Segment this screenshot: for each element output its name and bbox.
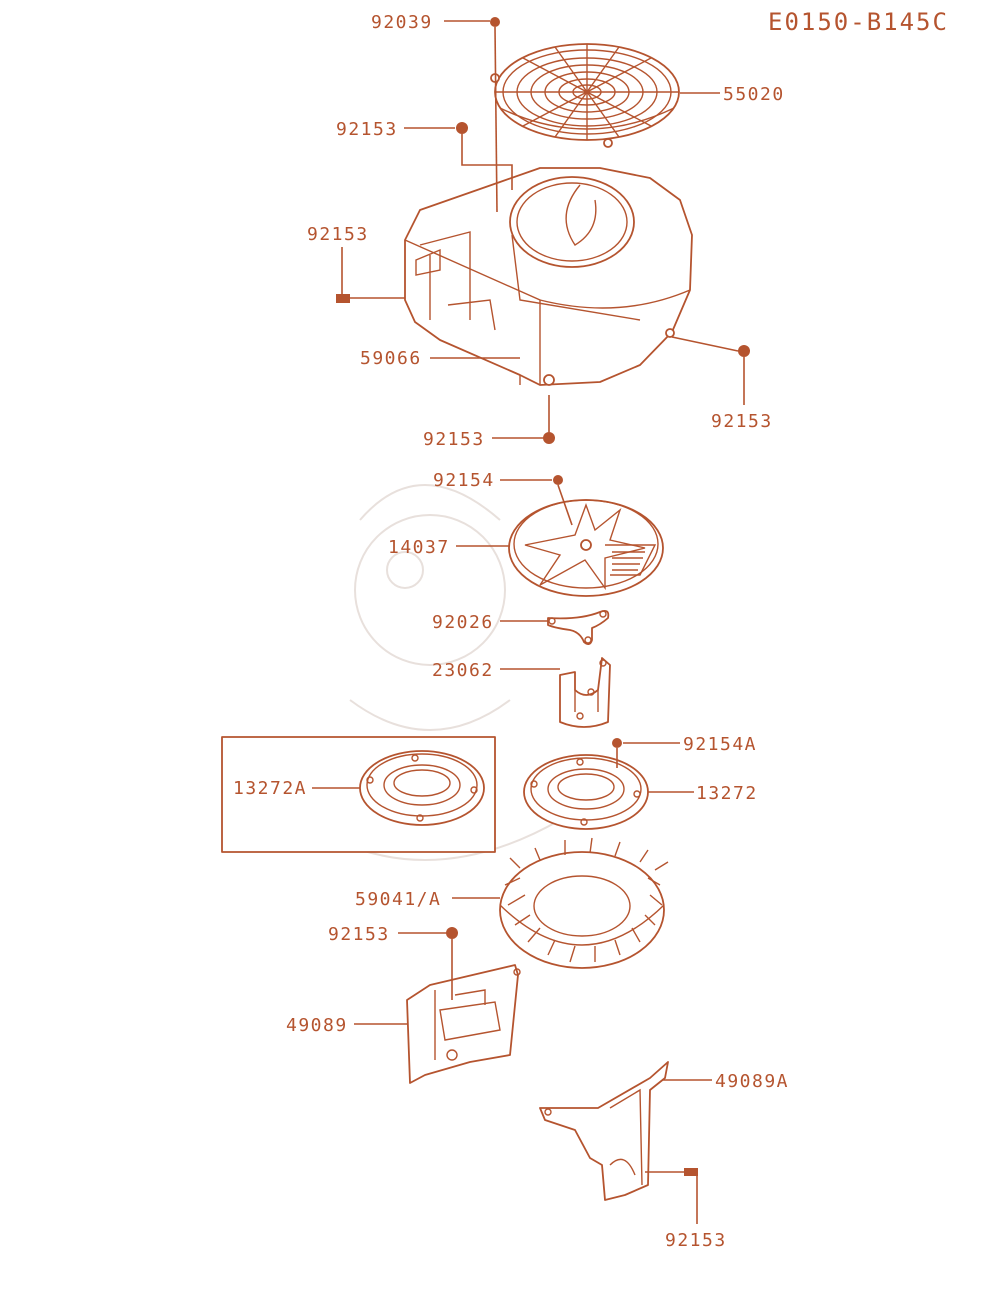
bolt-92153-d xyxy=(543,432,555,444)
part-13272-disc xyxy=(523,754,649,830)
label-92153-lower: 92153 xyxy=(665,1230,727,1251)
label-92154: 92154 xyxy=(433,470,495,491)
label-13272: 13272 xyxy=(696,783,758,804)
part-14037-plate xyxy=(508,499,664,597)
bolt-92039 xyxy=(490,17,500,27)
label-92026: 92026 xyxy=(432,612,494,633)
label-59066: 59066 xyxy=(360,348,422,369)
diagram-code: E0150-B145C xyxy=(768,8,949,36)
bolt-92154 xyxy=(553,475,563,485)
label-49089A: 49089A xyxy=(715,1071,789,1092)
part-92026-spider xyxy=(547,609,610,645)
watermark-logo xyxy=(299,484,561,861)
part-55020-screen xyxy=(490,43,680,148)
label-92154A: 92154A xyxy=(683,734,757,755)
label-92153-top: 92153 xyxy=(336,119,398,140)
bolt-92153-f xyxy=(684,1168,698,1176)
label-92153-right: 92153 xyxy=(711,411,773,432)
label-55020: 55020 xyxy=(723,84,785,105)
leader-lines xyxy=(312,20,745,1224)
label-92153-fan: 92153 xyxy=(328,924,390,945)
bolt-92153-c xyxy=(738,345,750,357)
label-23062: 23062 xyxy=(432,660,494,681)
label-92153-bottom: 92153 xyxy=(423,429,485,450)
part-49089A-baffle xyxy=(539,1061,669,1201)
part-23062-bracket xyxy=(559,657,611,728)
part-49089-baffle xyxy=(406,964,521,1084)
part-13272A-disc xyxy=(221,736,496,853)
label-92153-left: 92153 xyxy=(307,224,369,245)
label-14037: 14037 xyxy=(388,537,450,558)
label-49089: 49089 xyxy=(286,1015,348,1036)
bolt-92153-e xyxy=(446,927,458,939)
part-59066-shroud xyxy=(404,167,693,386)
label-59041A: 59041/A xyxy=(355,889,441,910)
part-labels: 92039 55020 92153 92153 59066 92153 9215… xyxy=(233,12,789,1251)
label-92039: 92039 xyxy=(371,12,433,33)
bolt-92154A xyxy=(612,738,622,748)
bolt-92153-a xyxy=(456,122,468,134)
label-13272A: 13272A xyxy=(233,778,307,799)
part-59041A-fan xyxy=(499,837,669,969)
